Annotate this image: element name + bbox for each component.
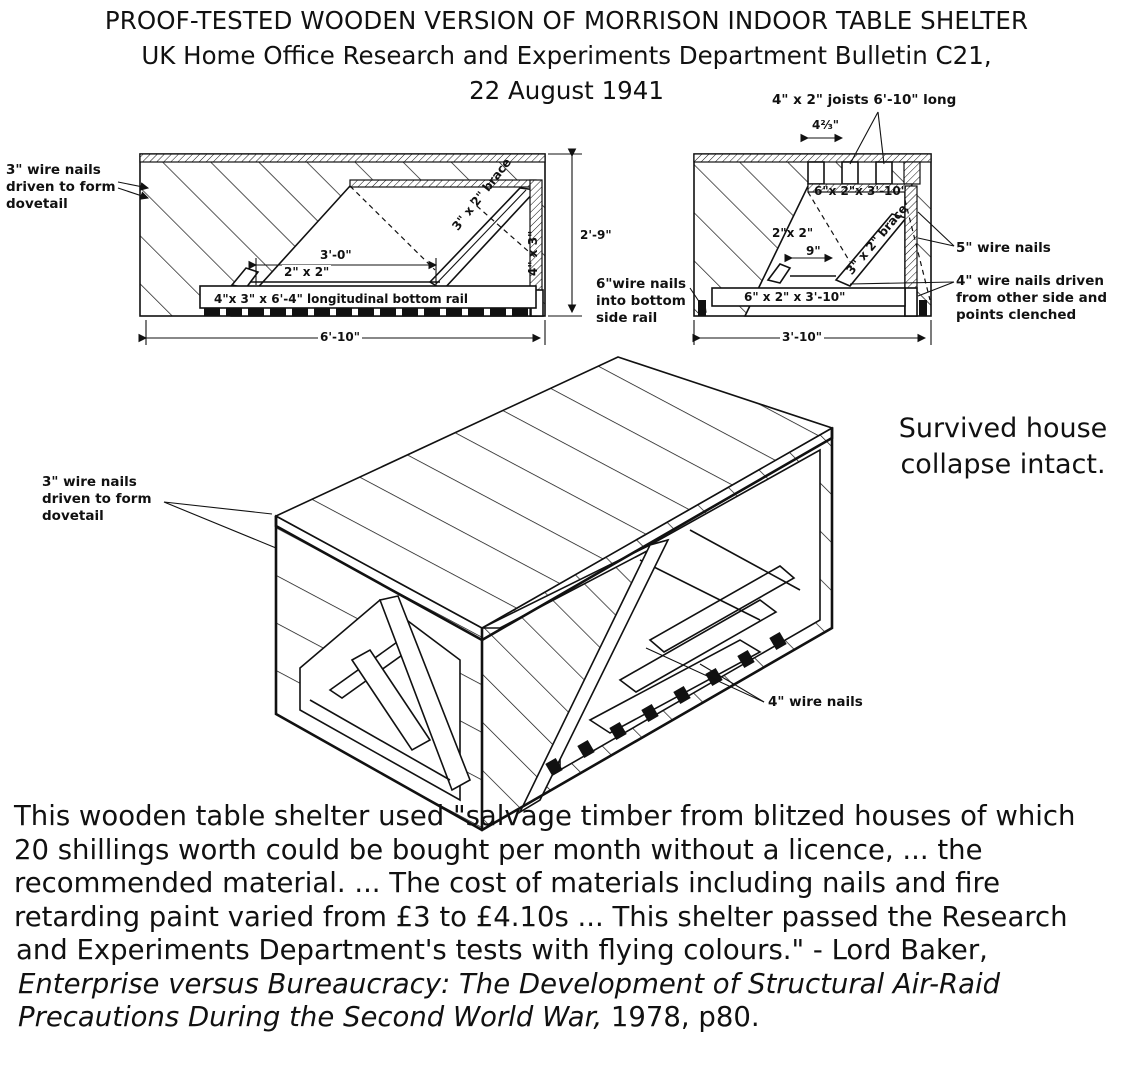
iso-4in-nails-label: 4" wire nails	[768, 694, 863, 710]
title-line-2: UK Home Office Research and Experiments …	[141, 41, 992, 70]
survival-note-text: Survived house collapse intact.	[898, 413, 1108, 480]
end-joists-label: 4" x 2" joists 6'-10" long	[772, 92, 957, 108]
iso-brace-b	[518, 538, 670, 815]
book-title-part-1: Enterprise versus Bureaucracy: The Devel…	[18, 967, 1001, 1000]
end-5in-nails-label: 5" wire nails	[956, 240, 1051, 256]
side-length-dimension: 6'-10"	[318, 330, 362, 344]
title-line-3: 22 August 1941	[469, 76, 664, 105]
quote-line-3: recommended material. ... The cost of ma…	[14, 867, 1001, 899]
quote-line-2: 20 shillings worth could be bought per m…	[14, 833, 983, 866]
side-nails-label: 3" wire nails driven to form dovetail	[6, 162, 116, 212]
quote-line-1: This wooden table shelter used "salvage …	[14, 800, 1076, 832]
side-top-plank	[139, 153, 546, 163]
book-title-part-2: Precautions During the Second World War,	[18, 1001, 603, 1033]
end-6in-nails-label: 6"wire nails into bottom side rail	[596, 276, 687, 326]
end-bottom-member-label: 6" x 2" x 3'-10"	[744, 290, 846, 304]
end-batten-label: 2"x 2"	[772, 226, 814, 240]
quote-block: This wooden table shelter used "salvage …	[14, 800, 1124, 1035]
iso-nails-label: 3" wire nails driven to form dovetail	[42, 474, 152, 524]
end-elevation	[689, 111, 955, 345]
quote-line-5: and Experiments Department's tests with …	[16, 934, 988, 966]
iso-inner-floor	[588, 529, 801, 734]
end-bottom-member	[711, 287, 906, 307]
iso-end-struts	[309, 595, 471, 792]
survival-note: Survived house collapse intact.	[878, 411, 1128, 483]
title-line-1: PROOF-TESTED WOODEN VERSION OF MORRISON …	[104, 6, 1029, 35]
isometric-view	[163, 356, 834, 832]
end-top-member-label: 6"x 2"x 3'-10"	[814, 184, 907, 198]
quote-line-4: retarding paint varied from £3 to £4.10s…	[14, 900, 1068, 933]
quote-line-7: Precautions During the Second World War,…	[14, 1001, 1124, 1035]
end-4in-nails-label: 4" wire nails driven from other side and…	[956, 273, 1107, 323]
side-span-dimension: 3'-0"	[318, 248, 354, 262]
side-bottom-rail-label: 4"x 3" x 6'-4" longitudinal bottom rail	[214, 292, 468, 306]
side-elevation	[117, 148, 582, 345]
side-top-rail	[349, 179, 537, 188]
end-width-dimension: 3'-10"	[780, 330, 824, 344]
end-joist-spacing: 4⅔"	[812, 118, 840, 132]
citation-tail: 1978, p80.	[602, 1001, 760, 1033]
quote-line-6: Enterprise versus Bureaucracy: The Devel…	[14, 968, 1124, 1002]
side-batten-label: 2" x 2"	[282, 265, 332, 279]
end-gap-dimension: 9"	[806, 244, 821, 258]
side-post-label: 4" x 3"	[526, 230, 540, 276]
side-height-dimension: 2'-9"	[578, 228, 614, 242]
side-floor-slats	[204, 308, 528, 316]
